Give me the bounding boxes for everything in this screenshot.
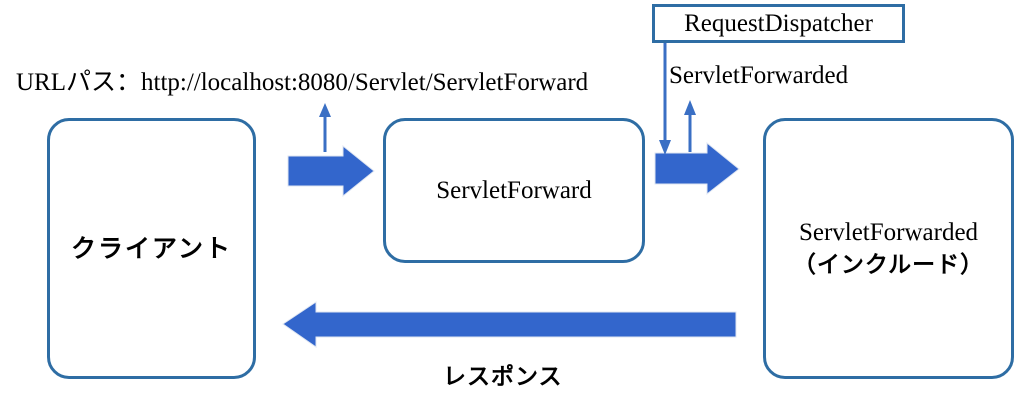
response-annotation: レスポンス <box>443 357 563 391</box>
response-label-text: レスポンス <box>443 364 563 390</box>
url-path-text: URLパス：http://localhost:8080/Servlet/Serv… <box>16 69 589 96</box>
servlet-forwarded-name-annotation: ServletForwarded <box>669 62 848 90</box>
servlet-forwarded-name-text: ServletForwarded <box>669 62 849 89</box>
node-servlet-forwarded-label-group: ServletForwarded （インクルード） <box>793 217 984 281</box>
block-arrow-response-to-client <box>282 301 737 348</box>
node-servlet-forwarded[interactable]: ServletForwarded （インクルード） <box>763 118 1014 379</box>
node-client[interactable]: クライアント <box>47 118 256 379</box>
node-servlet-forwarded-label-line2: （インクルード） <box>792 251 985 278</box>
thin-arrow-url-path-pointer <box>319 103 331 152</box>
node-servlet-forward-label: ServletForward <box>436 176 592 204</box>
request-dispatcher-label: RequestDispatcher <box>684 9 873 37</box>
node-servlet-forward[interactable]: ServletForward <box>383 118 645 263</box>
block-arrow-client-to-servletforward <box>287 144 375 198</box>
thin-arrow-servletforwarded-name-pointer <box>684 100 696 152</box>
connector-requestdispatcher-down <box>659 43 671 155</box>
block-arrow-servletforward-to-servletforwarded <box>654 141 740 196</box>
url-path-annotation: URLパス：http://localhost:8080/Servlet/Serv… <box>16 62 588 98</box>
node-client-label: クライアント <box>70 233 232 263</box>
node-servlet-forwarded-label-line1: ServletForwarded <box>798 218 979 246</box>
request-dispatcher-callout[interactable]: RequestDispatcher <box>652 4 905 43</box>
